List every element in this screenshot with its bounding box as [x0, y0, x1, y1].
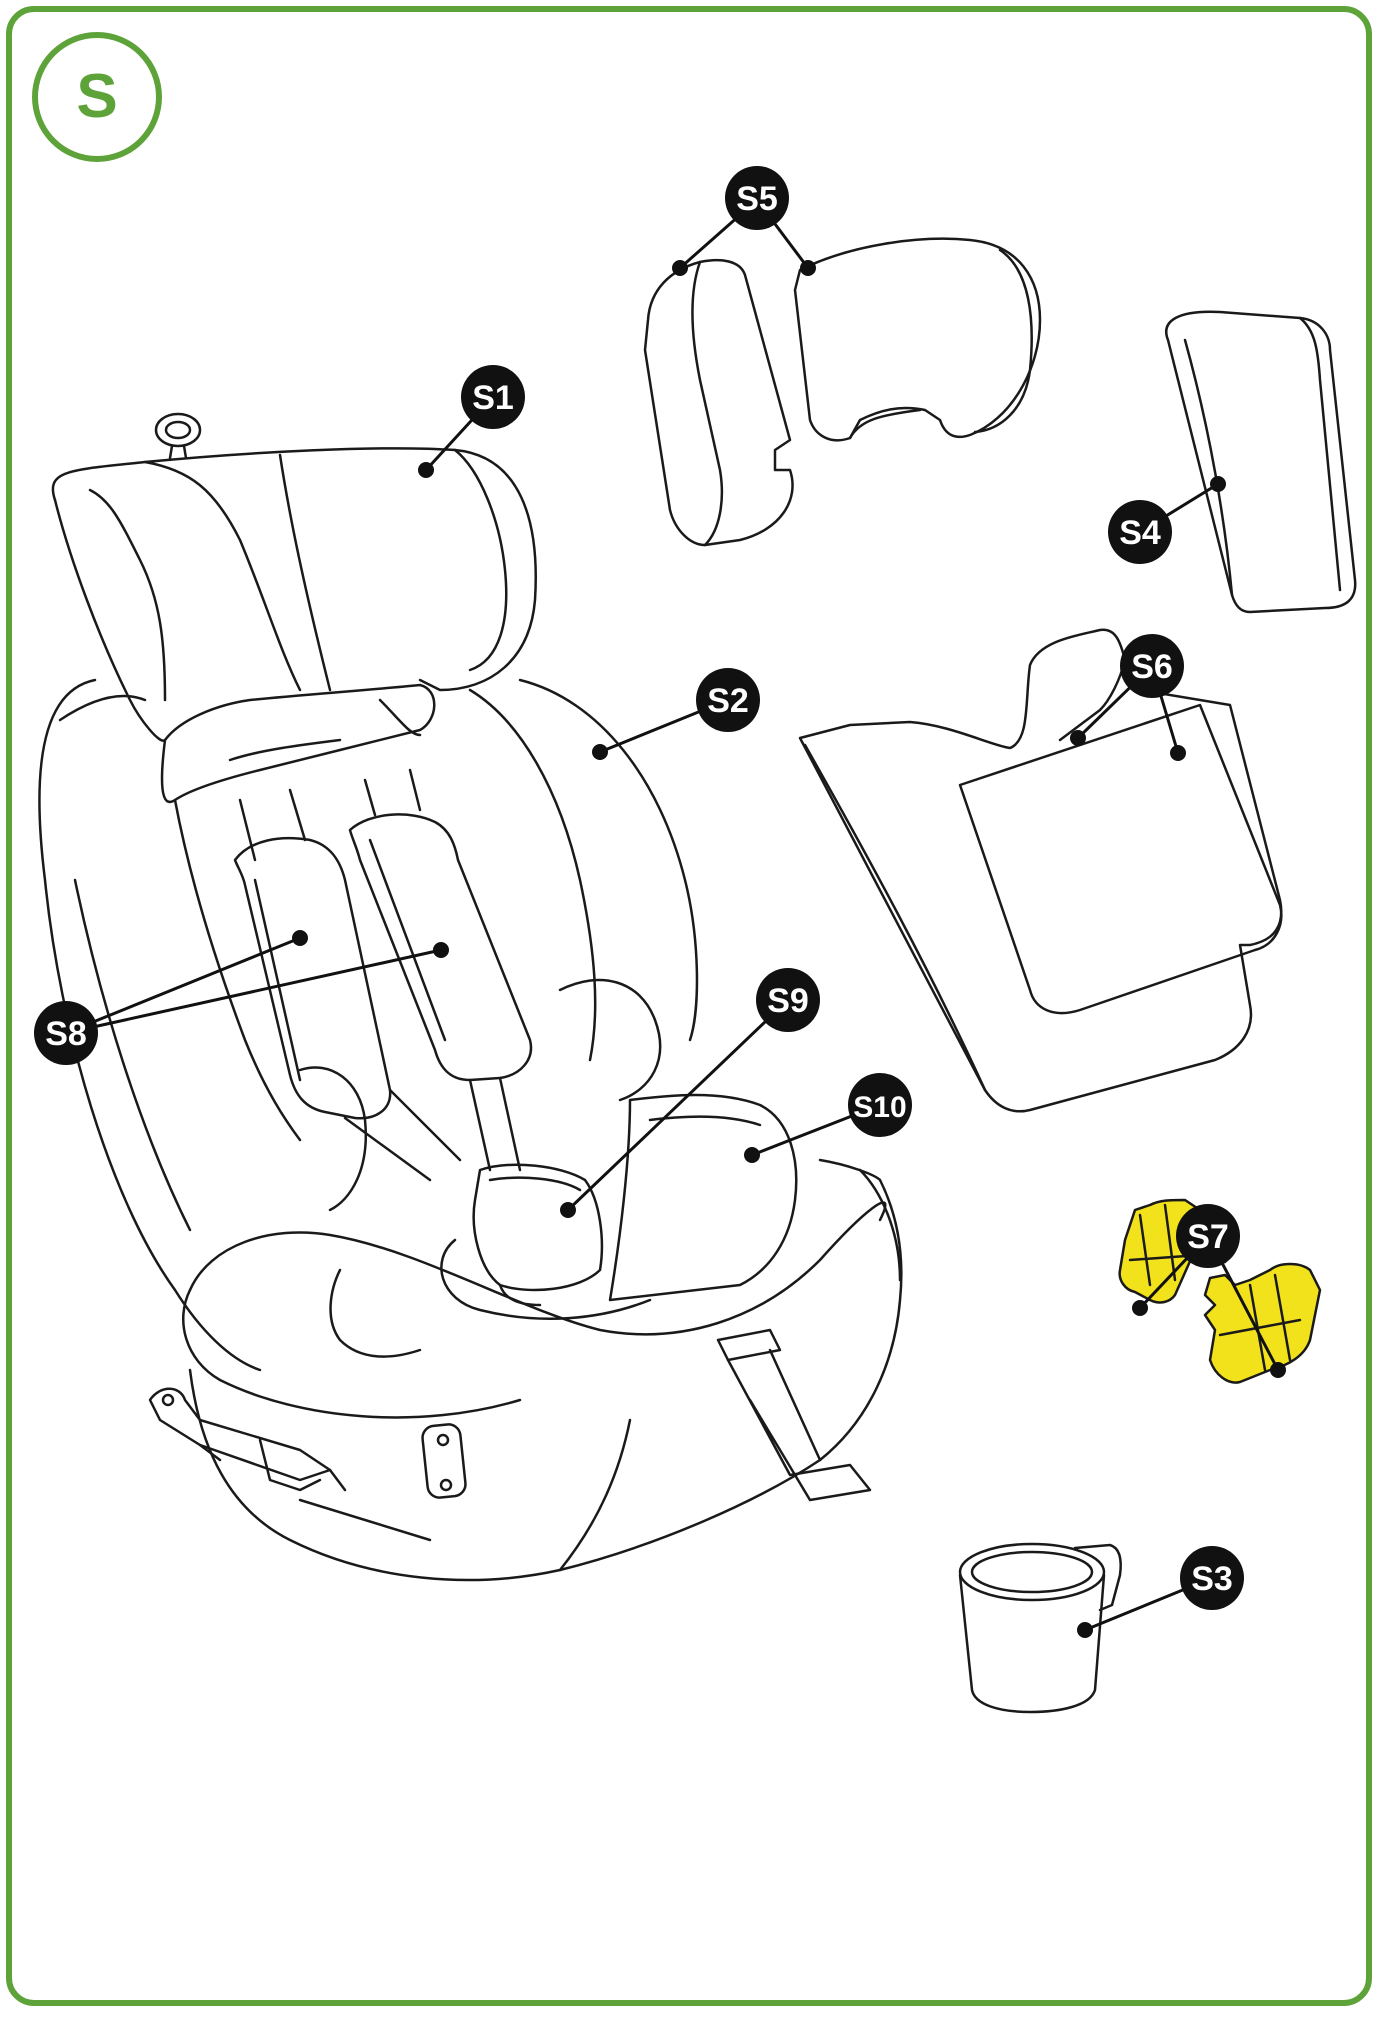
callout-s4: S4: [1108, 500, 1172, 564]
svg-text:S3: S3: [1191, 1560, 1233, 1598]
callout-s2: S2: [696, 668, 760, 732]
leader-dots: [292, 260, 1286, 1638]
seat-base: [188, 1201, 887, 1336]
svg-text:S1: S1: [472, 379, 514, 417]
part-s7-drawing: [1118, 1198, 1322, 1384]
svg-text:S2: S2: [707, 682, 749, 720]
svg-text:S4: S4: [1119, 514, 1161, 552]
leader-lines: [64, 198, 1280, 1632]
headrest: [51, 447, 537, 692]
shoulder-pad-left: [233, 836, 392, 1120]
svg-text:S6: S6: [1131, 648, 1173, 686]
section-letter: S: [76, 62, 118, 131]
callout-s10: S10: [848, 1073, 912, 1137]
callout-s3: S3: [1180, 1546, 1244, 1610]
callout-s5: S5: [725, 166, 789, 230]
callout-s9: S9: [756, 968, 820, 1032]
callout-s6: S6: [1120, 634, 1184, 698]
s6-inner-panel: [958, 703, 1283, 1015]
svg-text:S7: S7: [1187, 1218, 1229, 1256]
part-s6-drawing: [798, 628, 1283, 1113]
section-badge: S: [32, 32, 162, 162]
car-seat-illustration: [38, 412, 903, 1582]
buckle: [472, 1163, 604, 1292]
svg-text:S9: S9: [767, 982, 809, 1020]
svg-text:S5: S5: [736, 180, 778, 218]
svg-text:S10: S10: [853, 1091, 906, 1124]
part-s4-drawing: [1165, 310, 1357, 614]
callout-s7: S7: [1176, 1204, 1240, 1268]
part-s5-drawing: [643, 237, 1042, 547]
crotch-pad: [608, 1093, 798, 1302]
part-s3-drawing: [958, 1542, 1122, 1714]
diagram-frame: [6, 6, 1372, 2006]
callout-s8: S8: [34, 1001, 98, 1065]
callout-s1: S1: [461, 365, 525, 429]
svg-text:S8: S8: [45, 1015, 87, 1053]
shoulder-pad-right: [348, 813, 533, 1082]
